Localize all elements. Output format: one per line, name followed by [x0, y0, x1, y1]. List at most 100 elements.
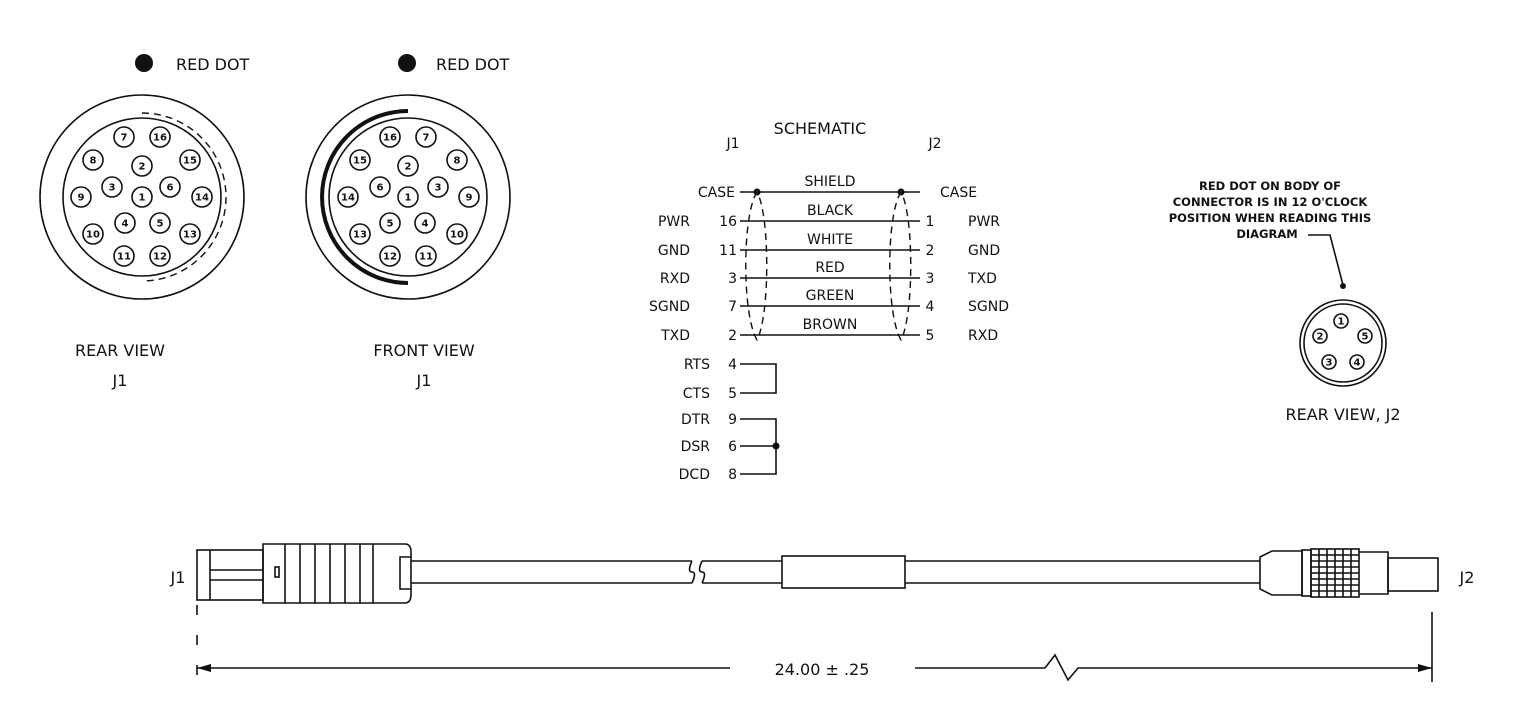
- pin-number: 5: [1362, 332, 1369, 343]
- cable-jacket: [411, 560, 692, 584]
- pin-circle: [446, 223, 468, 245]
- pin-circle: [191, 186, 213, 208]
- red-dot-label: RED DOT: [176, 55, 250, 74]
- pin-circle: [397, 186, 419, 208]
- heat-shrink: [781, 555, 906, 589]
- left-pin: 11: [719, 243, 737, 259]
- right-signal: RXD: [968, 328, 998, 344]
- schematic-title: SCHEMATIC: [774, 119, 867, 138]
- pin-circle: [1312, 328, 1328, 344]
- pin-circle: [114, 212, 136, 234]
- wire-color: BLACK: [807, 203, 854, 219]
- pin-circle: [82, 149, 104, 171]
- pin-circle: [149, 245, 171, 267]
- jumper-junction: [772, 442, 780, 450]
- pin-circle: [397, 155, 419, 177]
- shield-loop-right: [889, 191, 912, 342]
- connector-insert: [328, 117, 488, 277]
- left-signal: TXD: [660, 328, 690, 344]
- cable-side-view: J1 J2: [170, 543, 1475, 604]
- pin-number: 4: [1354, 358, 1361, 369]
- pin-number: 3: [1326, 358, 1333, 369]
- connector-outer-ring: [39, 94, 245, 300]
- note-line: DIAGRAM: [1236, 227, 1297, 241]
- left-signal: RXD: [660, 271, 690, 287]
- leader-arrow: [1308, 234, 1344, 286]
- pin-circle: [1321, 354, 1337, 370]
- pin-circle: [149, 126, 171, 148]
- dtr-dsr-dcd-jumper: [740, 418, 777, 475]
- pin-number: 9: [78, 193, 85, 204]
- pin-number: 7: [423, 133, 430, 144]
- pin-number: 2: [139, 162, 146, 173]
- pin-circle: [458, 186, 480, 208]
- pin-circle: [131, 186, 153, 208]
- view-title: REAR VIEW: [75, 341, 165, 360]
- j2-header: J2: [927, 136, 941, 152]
- pin-circle: [379, 212, 401, 234]
- pin-circle: [427, 176, 449, 198]
- pin-circle: [379, 245, 401, 267]
- pin-circle: [131, 155, 153, 177]
- pin-number: 13: [183, 230, 197, 241]
- wire-color: RED: [815, 260, 844, 276]
- pin-number: 8: [454, 156, 461, 167]
- jumper-signal: DCD: [679, 467, 710, 483]
- rear-view-j2: RED DOT ON BODY OF CONNECTOR IS IN 12 O'…: [1169, 179, 1401, 424]
- jumper-signal: DTR: [681, 412, 710, 428]
- red-dot-marker: [135, 54, 153, 72]
- wire-color: WHITE: [807, 232, 853, 248]
- pin-circle: [70, 186, 92, 208]
- pin-number: 13: [353, 230, 367, 241]
- red-dot-label: RED DOT: [436, 55, 510, 74]
- cable-break: [688, 560, 706, 584]
- j2-label: J2: [1459, 568, 1475, 587]
- jumper-pin: 4: [728, 357, 737, 373]
- shield-junction: [897, 188, 905, 196]
- view-subtitle: J1: [416, 371, 432, 390]
- left-pin: 2: [728, 328, 737, 344]
- jumper-pin: 6: [728, 439, 737, 455]
- pin-number: 4: [122, 219, 129, 230]
- pin-number: 7: [121, 133, 128, 144]
- wire-color: BROWN: [803, 317, 858, 333]
- pin-number: 9: [466, 193, 473, 204]
- view-title: FRONT VIEW: [373, 341, 475, 360]
- shield-loop-left: [745, 191, 768, 342]
- wire-color: SHIELD: [805, 174, 856, 190]
- right-pin: 2: [926, 243, 935, 259]
- pin-circle: [159, 176, 181, 198]
- pin-circle: [1333, 313, 1349, 329]
- right-signal: TXD: [967, 271, 997, 287]
- pin-number: 6: [377, 183, 384, 194]
- pin-number: 14: [195, 193, 209, 204]
- pin-number: 2: [1317, 332, 1324, 343]
- pin-number: 11: [419, 252, 433, 263]
- j2-plug: [1259, 548, 1439, 598]
- pin-number: 10: [450, 230, 464, 241]
- pin-circle: [369, 176, 391, 198]
- pin-circle: [1357, 328, 1373, 344]
- pin-circle: [379, 126, 401, 148]
- pin-number: 5: [157, 219, 164, 230]
- pin-number: 12: [153, 252, 167, 263]
- right-signal: SGND: [968, 299, 1009, 315]
- right-pin: 1: [926, 214, 935, 230]
- j1-label: J1: [170, 568, 186, 587]
- pin-number: 15: [183, 156, 197, 167]
- pin-circle: [349, 149, 371, 171]
- right-pin: 3: [926, 271, 935, 287]
- j1-header: J1: [725, 136, 739, 152]
- pin-number: 2: [405, 162, 412, 173]
- left-pin: 3: [728, 271, 737, 287]
- pin-number: 10: [86, 230, 100, 241]
- pin-number: 11: [117, 252, 131, 263]
- right-pin: 5: [926, 328, 935, 344]
- pin-number: 6: [167, 183, 174, 194]
